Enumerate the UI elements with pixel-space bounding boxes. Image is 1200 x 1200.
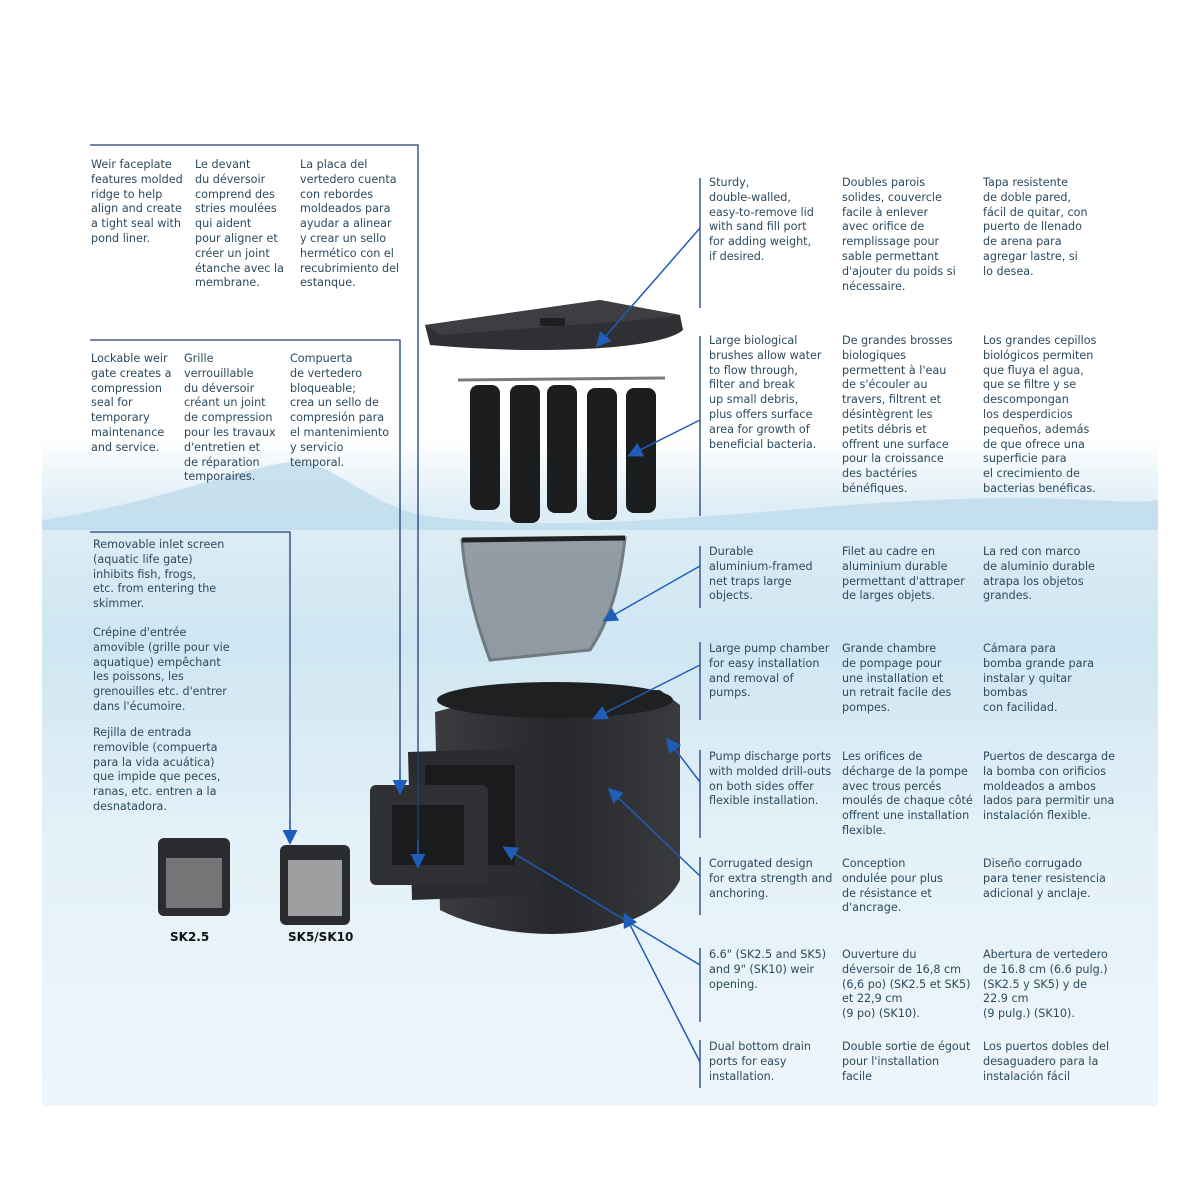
aluminium-net [460, 535, 627, 662]
weir-gate-es: Compuerta de vertedero bloqueable; crea … [290, 352, 390, 469]
pump-chamber-es: Cámara para bomba grande para instalar y… [983, 642, 1094, 715]
inlet-screen-fr: Crépine d'entrée amovible (grille pour v… [93, 626, 230, 713]
inlet-screen-en: Removable inlet screen (aquatic life gat… [93, 538, 225, 611]
lid-part [425, 300, 683, 350]
weir-opening-en: 6.6" (SK2.5 and SK5) and 9" (SK10) weir … [709, 948, 827, 991]
net-fr: Filet au cadre en aluminium durable perm… [842, 545, 965, 603]
weir-faceplate-en: Weir faceplate features molded ridge to … [91, 158, 183, 245]
lid-es: Tapa resistente de doble pared, fácil de… [983, 176, 1088, 278]
discharge-ports-en: Pump discharge ports with molded drill-o… [709, 750, 832, 808]
inlet-screen-es: Rejilla de entrada removible (compuerta … [93, 726, 221, 813]
left-leaders [90, 144, 419, 860]
weir-gate-fr: Grille verrouillable du déversoir créant… [184, 352, 276, 484]
callout-arrows [282, 227, 701, 1063]
biological-brushes [457, 376, 666, 523]
inlet-screen-sk5-sk10 [280, 845, 350, 925]
inlet-screen-sk25 [158, 838, 230, 916]
brushes-en: Large biological brushes allow water to … [709, 334, 822, 451]
weir-opening-es: Abertura de vertedero de 16.8 cm (6.6 pu… [983, 948, 1108, 1021]
corrugated-en: Corrugated design for extra strength and… [709, 857, 833, 900]
drain-ports-fr: Double sortie de égout pour l'installati… [842, 1040, 971, 1083]
pump-chamber-en: Large pump chamber for easy installation… [709, 642, 830, 700]
brushes-es: Los grandes cepillos biológicos permiten… [983, 334, 1097, 495]
weir-faceplate-es: La placa del vertedero cuenta con rebord… [300, 158, 400, 290]
discharge-ports-fr: Les orifices de décharge de la pompe ave… [842, 750, 973, 837]
model-label-sk25: SK2.5 [170, 930, 210, 944]
drain-ports-es: Los puertos dobles del desaguadero para … [983, 1040, 1110, 1083]
lid-en: Sturdy, double-walled, easy-to-remove li… [709, 176, 814, 263]
weir-faceplate-fr: Le devant du déversoir comprend des stri… [195, 158, 284, 290]
net-en: Durable aluminium-framed net traps large… [709, 545, 813, 603]
lid-fr: Doubles parois solides, couvercle facile… [842, 176, 956, 293]
corrugated-fr: Conception ondulée pour plus de résistan… [842, 857, 943, 915]
weir-gate-en: Lockable weir gate creates a compression… [91, 352, 172, 454]
brushes-fr: De grandes brosses biologiques permetten… [842, 334, 953, 495]
corrugated-es: Diseño corrugado para tener resistencia … [983, 857, 1106, 900]
model-label-sk5-sk10: SK5/SK10 [288, 930, 354, 944]
net-es: La red con marco de aluminio durable atr… [983, 545, 1095, 603]
discharge-ports-es: Puertos de descarga de la bomba con orif… [983, 750, 1115, 823]
weir-opening-fr: Ouverture du déversoir de 16,8 cm (6,6 p… [842, 948, 971, 1021]
pump-chamber-fr: Grande chambre de pompage pour une insta… [842, 642, 952, 715]
wave-shape [42, 461, 1158, 530]
skimmer-body [370, 682, 680, 934]
drain-ports-en: Dual bottom drain ports for easy install… [709, 1040, 811, 1083]
